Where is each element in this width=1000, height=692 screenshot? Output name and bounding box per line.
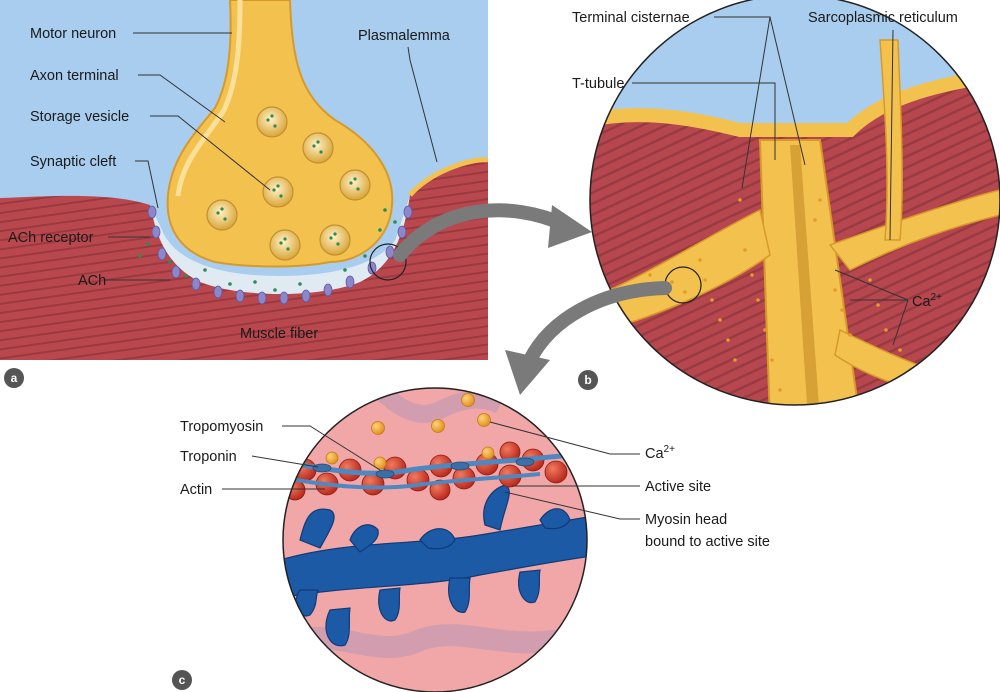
panel-a-neuromuscular-junction bbox=[0, 0, 488, 360]
arrow-a-to-b-head bbox=[548, 205, 592, 248]
label-motor-neuron: Motor neuron bbox=[30, 26, 116, 42]
t-tubule-channel bbox=[758, 139, 862, 405]
arrow-b-to-c bbox=[523, 281, 672, 367]
sarcolemma-b bbox=[598, 68, 1000, 137]
badge-a-text: a bbox=[11, 371, 18, 385]
panel-b-border bbox=[589, 0, 1000, 406]
muscle-fiber-region bbox=[0, 159, 488, 360]
label-synaptic-cleft: Synaptic cleft bbox=[30, 154, 116, 170]
label-ach-receptor: ACh receptor bbox=[8, 230, 94, 246]
label-troponin: Troponin bbox=[180, 449, 237, 465]
label-muscle-fiber: Muscle fiber bbox=[240, 326, 318, 342]
label-plasmalemma: Plasmalemma bbox=[358, 28, 451, 44]
badge-b bbox=[578, 370, 598, 390]
panel-c-labels: Tropomyosin Troponin Actin Ca2+ Active s… bbox=[180, 419, 770, 550]
ach-molecules bbox=[138, 114, 402, 292]
tropomyosin-strand-2 bbox=[284, 472, 541, 490]
background-filament-top bbox=[373, 388, 505, 423]
myosin-filament bbox=[283, 484, 587, 647]
calcium-ions-c bbox=[325, 393, 495, 470]
label-ach: ACh bbox=[78, 273, 106, 289]
arrow-a-to-b bbox=[393, 203, 572, 262]
panel-c-actin-myosin bbox=[283, 388, 587, 692]
label-myosin-head-line2: bound to active site bbox=[645, 534, 770, 550]
label-active-site: Active site bbox=[645, 479, 711, 495]
label-actin: Actin bbox=[180, 482, 212, 498]
arrow-b-to-c-head bbox=[505, 350, 550, 395]
label-terminal-cisternae: Terminal cisternae bbox=[572, 10, 690, 26]
badge-b-text: b bbox=[584, 373, 591, 387]
panel-b-labels: Terminal cisternae T-tubule Sarcoplasmic… bbox=[572, 10, 958, 346]
label-ca-c: Ca2+ bbox=[645, 444, 675, 462]
zoom-circle-a bbox=[369, 243, 407, 281]
label-tropomyosin: Tropomyosin bbox=[180, 419, 263, 435]
storage-vesicles bbox=[206, 106, 371, 261]
ach-receptors bbox=[147, 205, 413, 305]
panel-c-border bbox=[282, 387, 588, 692]
plasmalemma-membrane bbox=[408, 157, 488, 197]
badge-c bbox=[172, 670, 192, 690]
panel-a-labels: Motor neuron Axon terminal Storage vesic… bbox=[8, 26, 451, 342]
label-axon-terminal: Axon terminal bbox=[30, 68, 119, 84]
label-storage-vesicle: Storage vesicle bbox=[30, 109, 129, 125]
badge-a bbox=[4, 368, 24, 388]
sr-branch-left bbox=[590, 208, 771, 336]
label-t-tubule: T-tubule bbox=[572, 76, 624, 92]
troponin-complexes bbox=[312, 457, 535, 479]
label-ca-b: Ca2+ bbox=[912, 292, 942, 310]
label-sarcoplasmic-reticulum: Sarcoplasmic reticulum bbox=[808, 10, 958, 26]
panel-b-sarcoplasmic-reticulum bbox=[590, 0, 1000, 405]
badge-c-text: c bbox=[179, 673, 186, 687]
axon-highlight bbox=[175, 0, 243, 197]
label-myosin-head-line1: Myosin head bbox=[645, 512, 727, 528]
t-tubule-core bbox=[790, 145, 820, 405]
